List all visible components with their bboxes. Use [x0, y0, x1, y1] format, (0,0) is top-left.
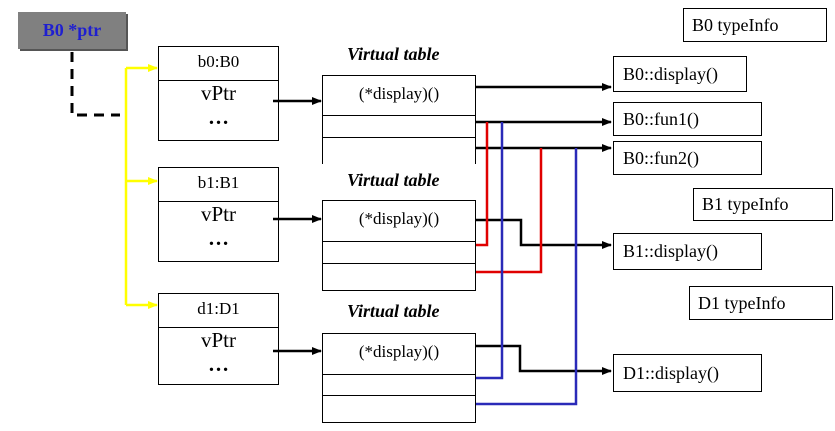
d1-fun2-inherited-link: [476, 148, 578, 406]
function-b0-display-label: B0::display(): [623, 63, 718, 84]
d1-display-arrow: [476, 344, 612, 375]
function-b0-fun2: B0::fun2(): [613, 141, 762, 175]
function-b0-fun1-label: B0::fun1(): [623, 108, 699, 129]
object-d1-divider: [159, 327, 278, 328]
vtable-b1: (*display)(): [322, 200, 476, 291]
object-d1-name: d1:D1: [197, 299, 240, 318]
base-pointer-label: B0 *ptr: [42, 20, 102, 40]
vtable-d1-display-slot: (*display)(): [322, 333, 476, 374]
object-b0-name: b0:B0: [197, 52, 240, 71]
vtable-b0-title: Virtual table: [347, 44, 440, 64]
typeinfo-b0: B0 typeInfo: [683, 8, 827, 42]
object-b1-vptr: vPtr: [200, 202, 236, 226]
function-b0-fun1: B0::fun1(): [613, 102, 762, 136]
base-pointer-box: B0 *ptr: [18, 12, 126, 49]
b1-display-arrow: [476, 218, 612, 249]
vtable-b0: (*display)(): [322, 75, 476, 164]
typeinfo-d1: D1 typeInfo: [689, 286, 833, 320]
b1-fun1-inherited-link: [476, 122, 489, 247]
object-b1-divider: [159, 201, 278, 202]
vtable-b1-title: Virtual table: [347, 170, 440, 190]
vtable-b0-fun2-slot: [322, 137, 476, 164]
vtable-b1-display-slot: (*display)(): [322, 200, 476, 241]
typeinfo-b0-label: B0 typeInfo: [692, 14, 779, 35]
function-b0-fun2-label: B0::fun2(): [623, 147, 699, 168]
vtable-b0-display-slot: (*display)(): [322, 75, 476, 115]
b1-fun2-inherited-link: [476, 148, 543, 274]
pointer-targets-bracket: [124, 64, 158, 309]
function-d1-display: D1::display(): [613, 354, 762, 392]
vtable-d1: (*display)(): [322, 333, 476, 423]
object-d1: d1:D1 vPtr …: [158, 293, 279, 385]
vtable-d1-title: Virtual table: [347, 301, 440, 321]
object-b0-vptr: vPtr: [200, 81, 236, 105]
vtable-d1-fun1-slot: [322, 374, 476, 395]
d1-fun1-inherited-link: [476, 122, 504, 380]
object-b1-more: …: [208, 226, 229, 250]
object-b0: b0:B0 vPtr …: [158, 46, 279, 141]
vtable-d1-fun2-slot: [322, 395, 476, 423]
object-b0-more: …: [208, 105, 229, 129]
function-b1-display: B1::display(): [613, 233, 762, 270]
object-b1: b1:B1 vPtr …: [158, 167, 279, 262]
function-b1-display-label: B1::display(): [623, 241, 718, 261]
vtable-b1-fun1-slot: [322, 241, 476, 263]
object-b1-name: b1:B1: [197, 173, 240, 192]
typeinfo-b1: B1 typeInfo: [693, 188, 833, 221]
pointer-dashed-link: [70, 52, 120, 117]
typeinfo-b1-label: B1 typeInfo: [702, 194, 789, 214]
function-d1-display-label: D1::display(): [623, 362, 719, 383]
typeinfo-d1-label: D1 typeInfo: [698, 292, 786, 313]
object-d1-vptr: vPtr: [200, 328, 236, 352]
vtable-b1-fun2-slot: [322, 263, 476, 291]
object-b0-divider: [159, 80, 278, 81]
function-b0-display: B0::display(): [613, 56, 747, 92]
object-d1-more: …: [208, 352, 229, 376]
vtable-b0-fun1-slot: [322, 115, 476, 137]
